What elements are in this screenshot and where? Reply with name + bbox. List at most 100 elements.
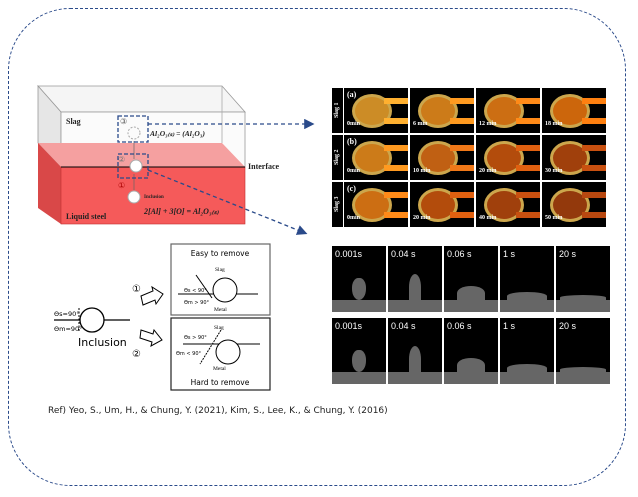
time-label: 1 s: [503, 321, 516, 331]
droplet: [560, 295, 606, 300]
theta-s-label: Θs < 90°: [184, 288, 207, 294]
micrograph-tile: 18 min: [542, 88, 606, 133]
hard-title: Hard to remove: [191, 378, 250, 387]
step-2-label: ②: [118, 155, 125, 164]
slag-label: Slag: [214, 325, 224, 331]
droplet: [457, 286, 485, 300]
slag-channel: [582, 192, 606, 198]
wetting-diagram: Θs=90° Θm=90° Inclusion ① ② Easy to remo…: [54, 243, 271, 391]
slag-channel: [384, 212, 408, 218]
slag-channel: [450, 118, 474, 124]
slag-channel: [516, 192, 540, 198]
droplet: [457, 358, 485, 372]
inclusion-label: Inclusion: [144, 195, 164, 200]
droplet-tile: 20 s: [556, 318, 610, 384]
hard-box: Hard to remove Slag Metal Θs > 90° Θm < …: [170, 317, 271, 391]
time-label: 30 min: [545, 168, 563, 174]
droplet: [352, 278, 366, 300]
row-label: Slag 1: [332, 88, 343, 133]
time-label: 0.04 s: [391, 249, 416, 259]
time-label: 12 min: [479, 121, 497, 127]
arrow-hard: [139, 328, 163, 347]
time-label: 1 s: [503, 249, 516, 259]
micrograph-tile: 20 min: [410, 182, 474, 227]
substrate: [500, 300, 554, 312]
substrate: [332, 300, 386, 312]
inclusion-2: [129, 159, 143, 173]
row-label: Slag 3: [332, 182, 343, 227]
row-label: Slag 2: [332, 135, 343, 180]
slag-channel: [516, 212, 540, 218]
dashed-frame: [8, 8, 626, 486]
panel-label: (b): [347, 137, 357, 146]
time-label: 0.04 s: [391, 321, 416, 331]
droplet: [560, 367, 606, 372]
slag-channel: [384, 192, 408, 198]
slag-channel: [384, 145, 408, 151]
zoom-box-2: [117, 153, 149, 179]
step-3-label: ③: [120, 117, 127, 126]
droplet: [507, 364, 547, 372]
droplet: [352, 350, 366, 372]
time-label: 0.001s: [335, 249, 363, 259]
micrograph-tile: 12 min: [476, 88, 540, 133]
theta-s-label: Θs > 90°: [184, 335, 207, 341]
slag-channel: [582, 118, 606, 124]
metal-label: Metal: [214, 307, 227, 313]
theta-m-label: Θm=90°: [54, 325, 82, 333]
time-label: 20 s: [559, 321, 577, 331]
path-1-label: ①: [132, 284, 141, 295]
easy-box: Easy to remove Slag Metal Θs < 90° Θm > …: [170, 243, 271, 316]
time-label: 6 min: [413, 121, 428, 127]
slag-channel: [582, 98, 606, 104]
inclusion-3: [127, 126, 141, 140]
slag-channel: [516, 145, 540, 151]
droplet-tile: 0.06 s: [444, 318, 498, 384]
path-2-label: ②: [132, 349, 141, 360]
interface-label: Interface: [248, 162, 280, 171]
panel-label: (a): [347, 90, 357, 99]
micrograph-tile: 6 min: [410, 88, 474, 133]
time-label: 0min: [347, 215, 361, 221]
reaction-bottom: 2[Al] + 3[O] = Al₂O₃₍ₛ₎: [143, 207, 220, 216]
time-label: 50 min: [545, 215, 563, 221]
zoom-box-3: [117, 115, 149, 143]
micrograph-tile: 0min(b): [344, 135, 408, 180]
slag-label: Slag: [215, 267, 225, 273]
time-label: 0min: [347, 121, 361, 127]
slag-channel: [582, 165, 606, 171]
arrow-to-droplets: [147, 169, 308, 235]
time-label: 10 min: [413, 168, 431, 174]
time-label: 20 min: [479, 168, 497, 174]
droplet-tile: 20 s: [556, 246, 610, 312]
time-label: 0.06 s: [447, 249, 472, 259]
slag-channel: [384, 118, 408, 124]
metal-label: Metal: [213, 366, 226, 372]
micrograph-tile: 20 min: [476, 135, 540, 180]
time-label: 20 s: [559, 249, 577, 259]
time-label: 40 min: [479, 215, 497, 221]
slag-channel: [582, 145, 606, 151]
easy-title: Easy to remove: [191, 249, 250, 258]
substrate: [388, 372, 442, 384]
substrate: [388, 300, 442, 312]
micrograph-tile: 30 min: [542, 135, 606, 180]
substrate: [556, 372, 610, 384]
micrograph-tile: 40 min: [476, 182, 540, 227]
droplet: [507, 292, 547, 300]
panel-label: (c): [347, 184, 356, 193]
droplet: [409, 274, 421, 300]
slag-channel: [384, 98, 408, 104]
droplet-tile: 0.001s: [332, 318, 386, 384]
slag-channel: [450, 212, 474, 218]
inclusion-circle: [79, 307, 105, 333]
slag-channel: [582, 212, 606, 218]
theta-s-label: Θs=90°: [54, 310, 79, 318]
micrograph-tile: 0min (c): [344, 182, 408, 227]
arrow-easy: [140, 285, 164, 306]
micrograph-tile: 50 min: [542, 182, 606, 227]
reference-text: Ref) Yeo, S., Um, H., & Chung, Y. (2021)…: [48, 406, 388, 416]
droplet-tile: 0.04 s: [388, 318, 442, 384]
slag-channel: [516, 165, 540, 171]
